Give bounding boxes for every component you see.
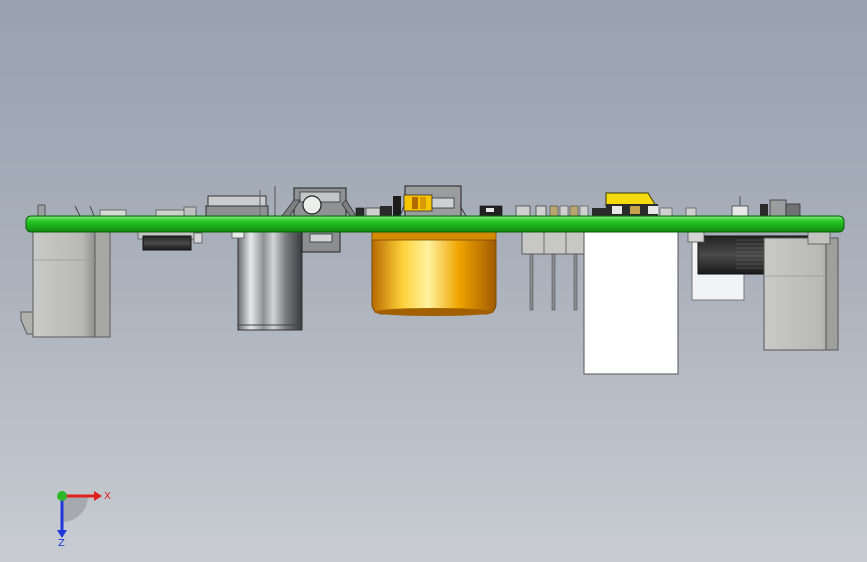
pcb-board[interactable] [25,215,845,233]
y-axis-dot [57,491,67,501]
left-connector-block[interactable] [20,229,111,338]
z-axis-label: Z [58,538,65,548]
mid-smd-components [355,196,401,218]
z-axis-head [57,530,67,538]
top-left-components [37,204,197,218]
top-inductor-left[interactable] [205,186,276,218]
yellow-top-component[interactable] [605,192,697,218]
gold-electrolytic-capacitor[interactable] [371,231,497,316]
bottom-small-coil[interactable] [301,229,341,253]
x-axis-head [94,491,102,501]
top-right-components [731,196,801,218]
top-transformer-yellow[interactable] [399,185,467,217]
x-axis-label: X [104,491,111,502]
triad-plane-shading [62,496,88,522]
white-module[interactable] [583,231,679,375]
coordinate-triad: X Z [57,491,111,548]
metal-can-capacitor[interactable] [231,229,303,331]
right-connector-block[interactable] [763,229,839,351]
black-smd-module[interactable] [137,230,203,251]
top-transformer[interactable] [281,187,357,217]
top-right-smd-row [479,205,606,218]
